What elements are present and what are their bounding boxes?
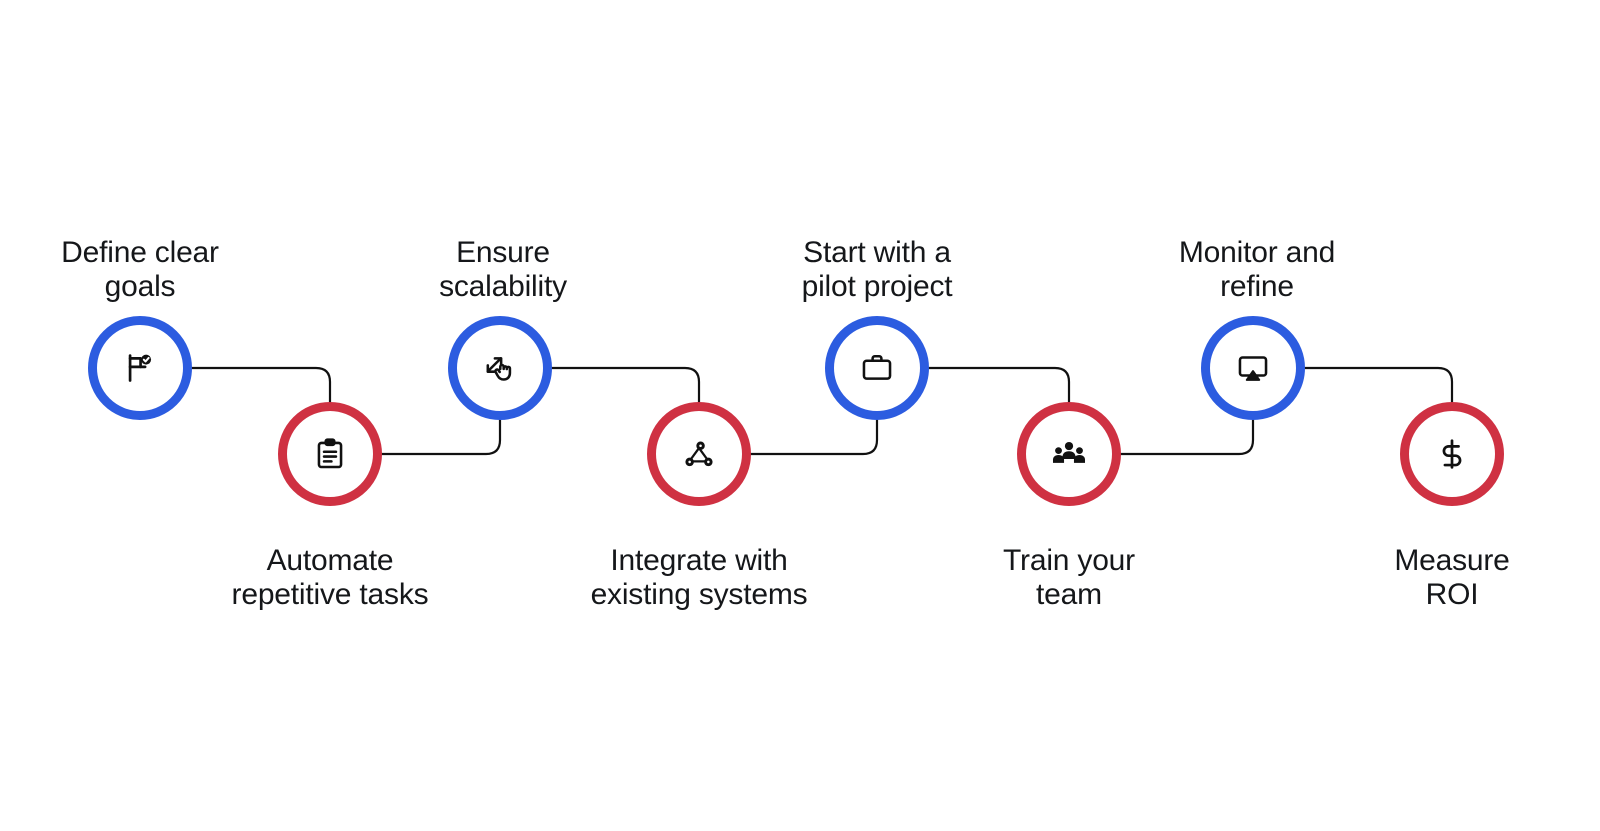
dollar-sign-icon [1442, 439, 1462, 469]
connector-6-to-7 [1119, 418, 1255, 456]
step-label-2: Automate repetitive tasks [231, 544, 429, 611]
step-label-5: Start with a pilot project [801, 236, 953, 303]
connector-1-to-2 [190, 366, 332, 404]
step-label-7: Monitor and refine [1178, 236, 1336, 303]
step-node-4[interactable] [647, 402, 751, 506]
clipboard-list-icon [317, 438, 343, 469]
step-label-4: Integrate with existing systems [590, 544, 808, 611]
step-node-5[interactable] [825, 316, 929, 420]
step-node-1[interactable] [88, 316, 192, 420]
step-node-8[interactable] [1400, 402, 1504, 506]
connector-4-to-5 [749, 418, 879, 456]
connector-7-to-8 [1303, 366, 1454, 404]
connector-2-to-3 [380, 418, 502, 456]
step-label-8: Measure ROI [1394, 544, 1510, 611]
people-group-icon [1052, 441, 1086, 463]
step-node-6[interactable] [1017, 402, 1121, 506]
gears-network-icon [685, 441, 713, 467]
flag-check-icon [128, 354, 152, 382]
step-label-3: Ensure scalability [439, 236, 567, 303]
step-node-3[interactable] [448, 316, 552, 420]
connector-3-to-4 [550, 366, 701, 404]
connector-5-to-6 [927, 366, 1071, 404]
briefcase-icon [862, 354, 892, 380]
step-node-7[interactable] [1201, 316, 1305, 420]
monitor-screen-icon [1238, 356, 1268, 381]
step-label-6: Train your team [1003, 544, 1135, 611]
step-label-1: Define clear goals [61, 236, 219, 303]
step-node-2[interactable] [278, 402, 382, 506]
resize-scale-hand-icon [486, 357, 512, 381]
